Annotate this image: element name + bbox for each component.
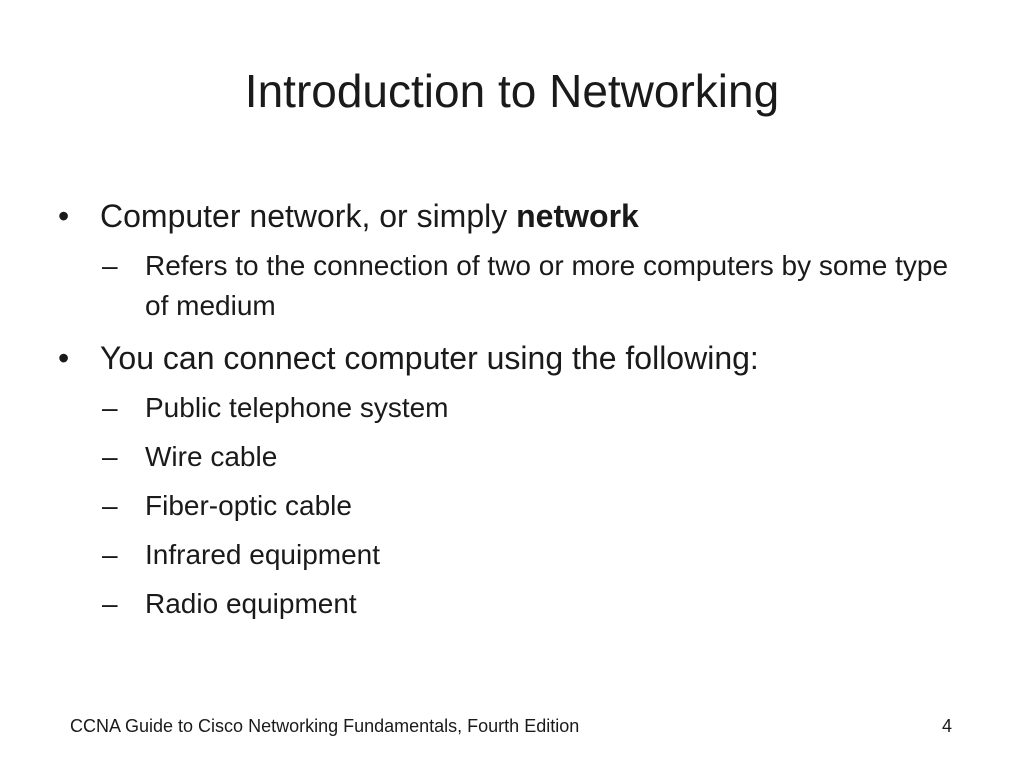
bullet-icon: • bbox=[58, 198, 70, 234]
sub-bullet-list: – Public telephone system – Wire cable –… bbox=[100, 388, 978, 624]
bullet-list: • Computer network, or simply network – … bbox=[58, 196, 978, 624]
page-number: 4 bbox=[941, 716, 952, 736]
dash-icon: – bbox=[102, 392, 118, 423]
sub-bullet-text: Refers to the connection of two or more … bbox=[145, 250, 949, 321]
bullet-text: You can connect computer using the follo… bbox=[100, 340, 759, 376]
sub-bullet-item: – Refers to the connection of two or mor… bbox=[102, 246, 978, 326]
sub-bullet-item: – Radio equipment bbox=[102, 584, 978, 624]
bullet-text: Computer network, or simply bbox=[100, 198, 517, 234]
sub-bullet-text: Infrared equipment bbox=[145, 539, 381, 570]
bullet-item-connect-computer: • You can connect computer using the fol… bbox=[58, 338, 978, 624]
slide-title: Introduction to Networking bbox=[244, 65, 780, 117]
sub-bullet-item: – Infrared equipment bbox=[102, 535, 978, 575]
dash-icon: – bbox=[102, 250, 118, 281]
sub-bullet-text: Public telephone system bbox=[145, 392, 449, 423]
sub-bullet-item: – Wire cable bbox=[102, 437, 978, 477]
sub-bullet-item: – Public telephone system bbox=[102, 388, 978, 428]
sub-bullet-text: Wire cable bbox=[145, 441, 278, 472]
dash-icon: – bbox=[102, 490, 118, 521]
dash-icon: – bbox=[102, 539, 118, 570]
dash-icon: – bbox=[102, 441, 118, 472]
slide-footer: CCNA Guide to Cisco Networking Fundament… bbox=[70, 716, 580, 736]
sub-bullet-item: – Fiber-optic cable bbox=[102, 486, 978, 526]
dash-icon: – bbox=[102, 588, 118, 619]
sub-bullet-text: Radio equipment bbox=[145, 588, 357, 619]
bullet-icon: • bbox=[58, 340, 70, 376]
sub-bullet-list: – Refers to the connection of two or mor… bbox=[100, 246, 978, 326]
bullet-item-computer-network: • Computer network, or simply network – … bbox=[58, 196, 978, 326]
sub-bullet-text: Fiber-optic cable bbox=[145, 490, 352, 521]
bullet-bold-term: network bbox=[516, 198, 639, 234]
